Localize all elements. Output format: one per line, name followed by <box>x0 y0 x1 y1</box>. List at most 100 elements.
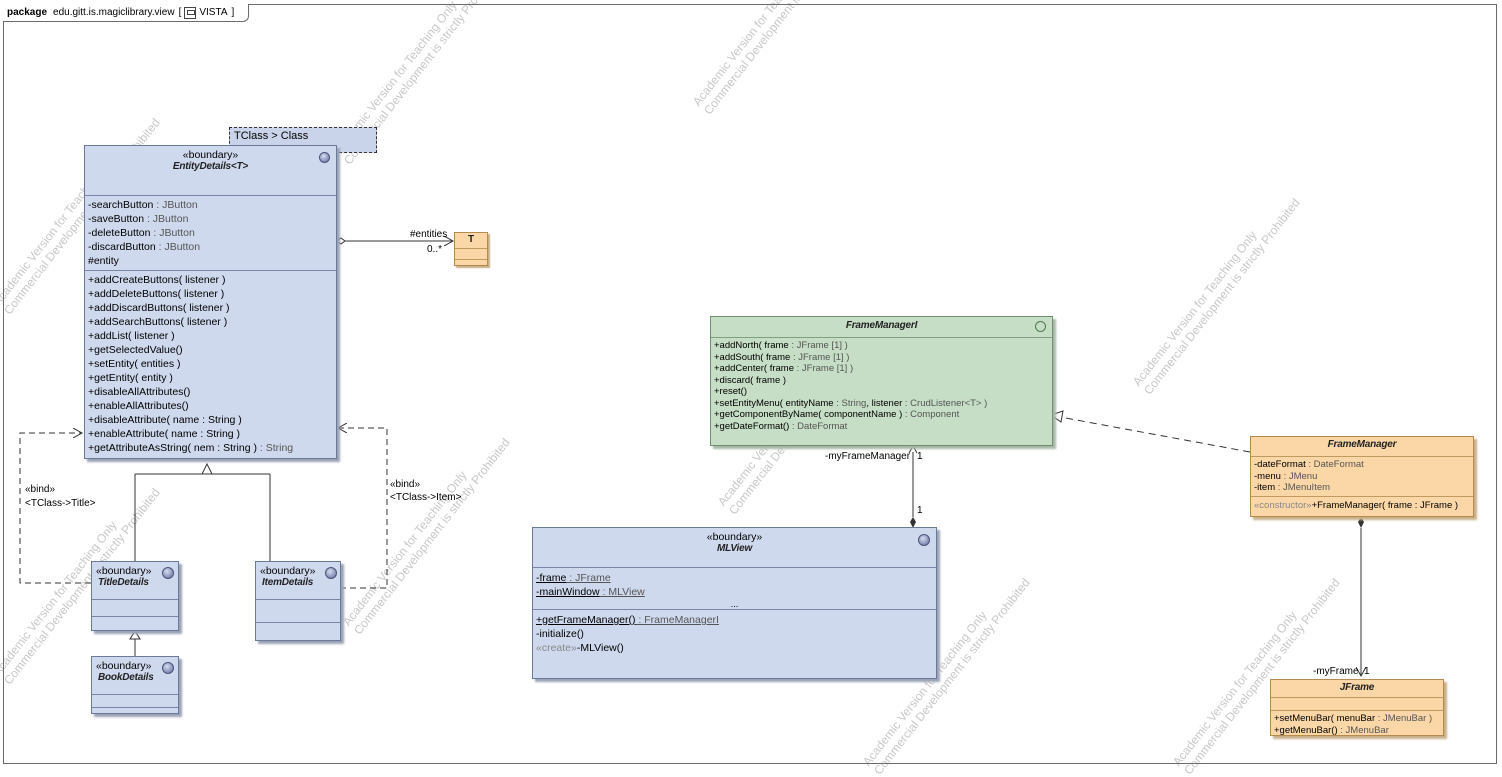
class-name: ItemDetails <box>262 577 314 588</box>
class-book-details[interactable]: «boundary» BookDetails <box>91 656 179 714</box>
operation-row[interactable]: +setEntity( entities ) <box>88 357 333 371</box>
operation-row[interactable]: +addDeleteButtons( listener ) <box>88 287 333 301</box>
constructor-name: +FrameManager( frame : JFrame ) <box>1311 500 1459 511</box>
generalization-entity-details[interactable] <box>134 462 271 562</box>
package-tab[interactable]: package edu.gitt.is.magiclibrary.view [ … <box>3 4 249 22</box>
operation-row-name: +addDeleteButtons( listener ) <box>88 288 225 300</box>
operation-row[interactable]: +addCreateButtons( listener ) <box>88 273 333 287</box>
operation-row[interactable]: +setMenuBar( menuBar : JMenuBar ) <box>1274 713 1440 725</box>
bracket-open: [ <box>178 7 182 18</box>
operation-row[interactable]: +disableAllAttributes() <box>88 385 333 399</box>
class-title-details[interactable]: «boundary» TitleDetails <box>91 561 179 631</box>
attribute-row-name: #entity <box>88 255 119 267</box>
bind-left-stereotype: «bind» <box>25 484 56 495</box>
operation-row-name: +getComponentByName( componentName ) <box>714 409 903 420</box>
operations-compartment: +addNorth( frame : JFrame [1] )+addSouth… <box>711 337 1052 434</box>
package-name: edu.gitt.is.magiclibrary.view <box>53 7 175 18</box>
operation-row-name: +getAttributeAsString( nem : String ) <box>88 442 257 454</box>
attribute-row-name: -searchButton <box>88 199 154 211</box>
mlview-multiplicity: 1 <box>917 505 923 516</box>
operation-row[interactable]: +getAttributeAsString( nem : String ) : … <box>88 441 333 455</box>
operation-row[interactable]: +discard( frame ) <box>714 375 1049 387</box>
attribute-row[interactable]: -dateFormat : DateFormat <box>1254 459 1470 471</box>
attribute-row-name: -frame <box>536 572 567 584</box>
operations-compartment: «constructor»+FrameManager( frame : JFra… <box>1251 496 1473 514</box>
class-name: FrameManager <box>1327 439 1397 450</box>
package-keyword: package <box>7 7 48 18</box>
operation-row-name: +addNorth( frame <box>714 340 789 351</box>
operation-row[interactable]: +getFrameManager() : FrameManagerI <box>536 613 933 627</box>
attributes-compartment <box>92 694 178 707</box>
operation-row[interactable]: +getEntity( entity ) <box>88 371 333 385</box>
operation-row[interactable]: +setEntityMenu( entityName : String, lis… <box>714 398 1049 410</box>
attribute-row[interactable]: -frame : JFrame <box>536 571 933 585</box>
operation-row-type: : CrudListener<T> ) <box>902 397 988 409</box>
class-entity-details[interactable]: «boundary» EntityDetails<T> -searchButto… <box>84 145 337 459</box>
stereotype-label: «boundary» <box>96 565 152 577</box>
class-diagram-icon <box>184 6 197 19</box>
attribute-row[interactable]: -menu : JMenu <box>1254 471 1470 483</box>
my-frame-manager-role: -myFrameManager <box>825 451 911 462</box>
class-frame-manager[interactable]: FrameManager -dateFormat : DateFormat-me… <box>1250 436 1474 517</box>
class-mlview[interactable]: «boundary» MLView -frame : JFrame-mainWi… <box>532 527 937 679</box>
operation-row[interactable]: +addDiscardButtons( listener ) <box>88 301 333 315</box>
attribute-row[interactable]: -item : JMenuItem <box>1254 482 1470 494</box>
interface-frame-manager-i[interactable]: FrameManagerI +addNorth( frame : JFrame … <box>710 316 1053 446</box>
stereotype-label: «boundary» <box>182 149 239 161</box>
bind-title-details[interactable] <box>19 433 91 584</box>
operation-row[interactable]: +enableAttribute( name : String ) <box>88 427 333 441</box>
generalization-title-details[interactable] <box>129 630 141 656</box>
attribute-row-type: : JButton <box>155 241 201 253</box>
composition-my-frame-manager[interactable] <box>908 444 918 528</box>
operation-row[interactable]: -initialize() <box>536 627 933 641</box>
operation-row[interactable]: +enableAllAttributes() <box>88 399 333 413</box>
operation-row[interactable]: +disableAttribute( name : String ) <box>88 413 333 427</box>
operation-row-name: +addList( listener ) <box>88 330 175 342</box>
stereotype-label: «boundary» <box>260 565 316 577</box>
entities-multiplicity: 0..* <box>427 244 443 255</box>
operation-row-name: +addDiscardButtons( listener ) <box>88 302 230 314</box>
my-frame-multiplicity: 1 <box>1364 666 1370 677</box>
attribute-row-name: -mainWindow <box>536 586 600 598</box>
attribute-row[interactable]: #entity <box>88 254 333 268</box>
ellipsis: ... <box>730 599 739 609</box>
operation-row[interactable]: +addSearchButtons( listener ) <box>88 315 333 329</box>
operation-row[interactable]: +getMenuBar() : JMenuBar <box>1274 725 1440 737</box>
attributes-compartment <box>1271 697 1443 710</box>
operation-row[interactable]: +getSelectedValue() <box>88 343 333 357</box>
attributes-compartment: -searchButton : JButton-saveButton : JBu… <box>85 195 336 270</box>
bind-item-details[interactable] <box>338 428 388 589</box>
class-item-details[interactable]: «boundary» ItemDetails <box>255 561 341 641</box>
operation-row[interactable]: +reset() <box>714 386 1049 398</box>
attribute-row[interactable]: -mainWindow : MLView <box>536 585 933 599</box>
constructor-row: «constructor»+FrameManager( frame : JFra… <box>1254 500 1470 512</box>
attribute-row[interactable]: -saveButton : JButton <box>88 212 333 226</box>
operation-row[interactable]: +addList( listener ) <box>88 329 333 343</box>
attribute-row-name: -discardButton <box>88 241 156 253</box>
class-t[interactable]: T <box>454 232 488 266</box>
operation-row-name: +getSelectedValue() <box>88 344 183 356</box>
entities-role-label: #entities <box>410 229 448 240</box>
attribute-row-type: : JMenuItem <box>1275 482 1331 493</box>
operation-row[interactable]: +addNorth( frame : JFrame [1] ) <box>714 340 1049 352</box>
operation-row-type: : JMenuBar ) <box>1375 713 1433 724</box>
class-jframe[interactable]: JFrame +setMenuBar( menuBar : JMenuBar )… <box>1270 679 1444 736</box>
attributes-compartment <box>455 248 487 259</box>
attributes-compartment <box>92 599 178 616</box>
class-name: BookDetails <box>98 672 154 683</box>
attribute-row-name: -menu <box>1254 470 1281 482</box>
attribute-row[interactable]: -deleteButton : JButton <box>88 226 333 240</box>
realization-frame-manager[interactable] <box>1049 410 1251 453</box>
composition-my-frame[interactable] <box>1358 517 1364 676</box>
operation-row[interactable]: +getDateFormat() : DateFormat <box>714 421 1049 433</box>
attribute-row-name: -dateFormat <box>1254 459 1306 470</box>
operation-row[interactable]: +addSouth( frame : JFrame [1] ) <box>714 352 1049 364</box>
attribute-row-type: : JButton <box>144 213 189 225</box>
class-name: MLView <box>716 543 753 554</box>
operation-row[interactable]: +getComponentByName( componentName ) : C… <box>714 409 1049 421</box>
operation-row[interactable]: +addCenter( frame : JFrame [1] ) <box>714 363 1049 375</box>
attribute-row[interactable]: -discardButton : JButton <box>88 240 333 254</box>
operation-row-name: +disableAllAttributes() <box>88 386 191 398</box>
attribute-row[interactable]: -searchButton : JButton <box>88 198 333 212</box>
aggregation-entities[interactable] <box>336 238 453 244</box>
